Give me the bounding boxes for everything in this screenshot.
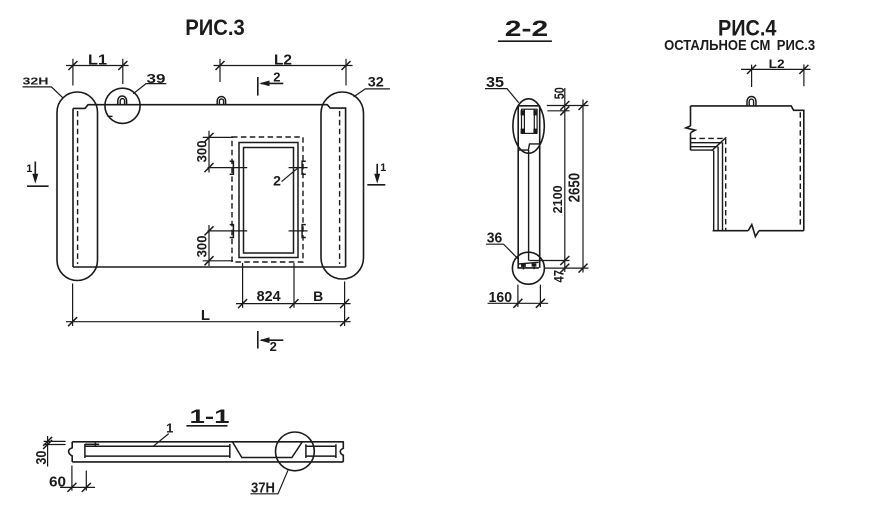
svg-text:2: 2 (273, 172, 281, 188)
svg-text:2100: 2100 (551, 185, 565, 213)
svg-text:L2: L2 (274, 51, 292, 68)
svg-text:L1: L1 (88, 51, 107, 68)
svg-text:60: 60 (49, 473, 66, 490)
svg-text:1: 1 (166, 420, 173, 435)
svg-text:ОСТАЛЬНОЕ СМ РИС.3: ОСТАЛЬНОЕ СМ РИС.3 (664, 37, 815, 54)
svg-text:2: 2 (270, 339, 277, 354)
svg-text:30: 30 (33, 451, 50, 465)
svg-text:32Н: 32Н (23, 76, 49, 88)
svg-text:50: 50 (551, 87, 567, 99)
svg-text:824: 824 (257, 288, 282, 305)
svg-text:32: 32 (368, 75, 384, 90)
svg-text:2-2: 2-2 (505, 16, 548, 41)
svg-text:РИС.4: РИС.4 (718, 15, 777, 40)
svg-text:160: 160 (489, 290, 513, 306)
svg-text:36: 36 (487, 230, 503, 247)
svg-text:39: 39 (147, 71, 166, 86)
svg-text:2: 2 (273, 70, 280, 85)
svg-text:В: В (313, 288, 323, 304)
svg-text:37Н: 37Н (251, 481, 275, 497)
svg-text:35: 35 (486, 74, 504, 91)
svg-text:300: 300 (193, 235, 209, 257)
svg-text:L: L (201, 307, 210, 324)
svg-text:L2: L2 (769, 59, 785, 71)
svg-text:300: 300 (193, 140, 209, 162)
svg-text:1: 1 (26, 163, 32, 175)
svg-text:1: 1 (380, 162, 386, 174)
svg-text:2650: 2650 (566, 173, 583, 203)
svg-text:47: 47 (551, 270, 567, 283)
svg-text:РИС.3: РИС.3 (185, 15, 245, 40)
svg-text:1-1: 1-1 (190, 407, 231, 428)
